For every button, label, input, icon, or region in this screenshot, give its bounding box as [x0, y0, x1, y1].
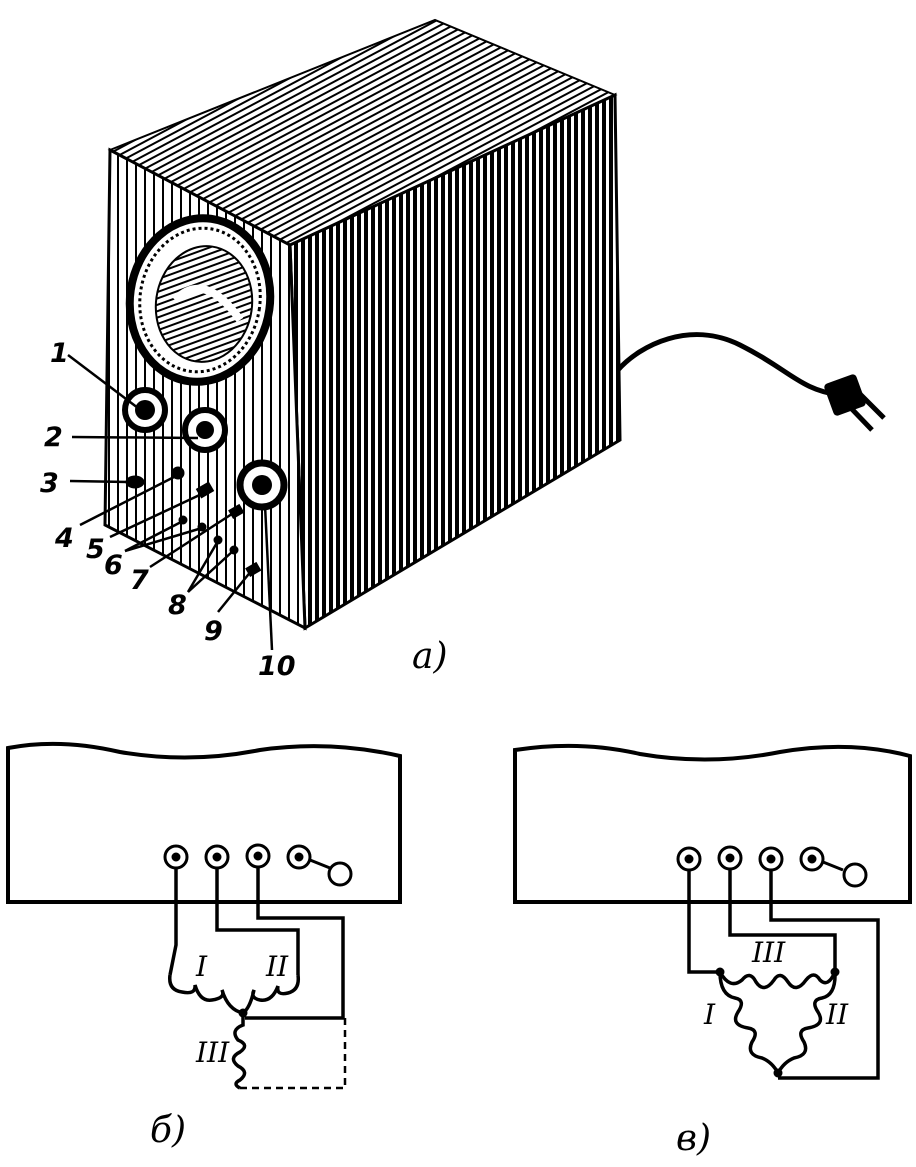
terminals-b — [163, 843, 353, 887]
wires-b — [168, 867, 345, 1020]
oscilloscope-drawing: 1 2 3 4 5 6 7 8 9 10 а) — [40, 18, 886, 682]
callout-2: 2 — [44, 422, 63, 453]
callout-1: 1 — [50, 338, 69, 369]
power-plug — [824, 374, 886, 432]
schematic-delta: III I II в) — [513, 743, 912, 1159]
winding-III — [231, 1013, 247, 1090]
callout-7: 7 — [130, 565, 149, 596]
caption-v: в) — [676, 1118, 711, 1159]
winding-I-v — [718, 971, 780, 1074]
callout-6: 6 — [104, 550, 123, 581]
label-I-v: I — [703, 998, 716, 1031]
panel-outline-b — [6, 741, 402, 904]
callout-3: 3 — [40, 468, 59, 499]
winding-I-II — [168, 974, 301, 1015]
knob-2 — [182, 407, 228, 453]
label-II-b: II — [265, 950, 289, 983]
schematic-star: I II III б) — [6, 741, 402, 1151]
power-cord — [616, 332, 841, 398]
label-II-v: II — [825, 998, 849, 1031]
callout-10: 10 — [258, 651, 296, 682]
callout-4: 4 — [54, 523, 74, 554]
knob-10 — [236, 459, 288, 511]
knob-1 — [122, 387, 168, 433]
crt-screen — [125, 214, 275, 386]
label-III-v: III — [751, 936, 786, 969]
winding-II-v — [776, 971, 837, 1074]
caption-b: б) — [150, 1110, 186, 1151]
callout-leaders — [67, 354, 274, 651]
callout-5: 5 — [86, 534, 105, 565]
winding-III-v — [718, 971, 837, 990]
dashed-return — [240, 1018, 347, 1090]
label-III-b: III — [195, 1036, 230, 1069]
caption-a: а) — [412, 636, 448, 677]
wires-v — [687, 869, 880, 1080]
callout-9: 9 — [204, 616, 223, 647]
terminals-v — [676, 845, 868, 888]
callout-8: 8 — [168, 590, 187, 621]
label-I-b: I — [195, 950, 208, 983]
